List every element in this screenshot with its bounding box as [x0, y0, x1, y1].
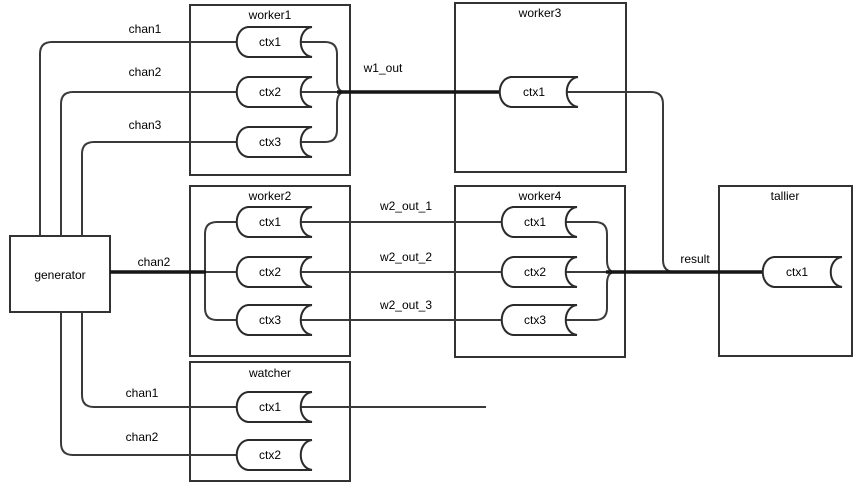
watcher-title: watcher [248, 366, 291, 380]
worker2-ctx2-shape [235, 256, 313, 288]
worker1-title: worker1 [248, 8, 292, 22]
edge-worker3-to-result [566, 91, 676, 273]
watcher-ctx2-shape [235, 439, 313, 471]
edge-label-chan2-worker2: chan2 [138, 255, 171, 269]
worker3-ctx1-label: ctx1 [523, 85, 545, 99]
edge-chan3-worker1 [81, 141, 252, 236]
worker4-ctx1-shape [500, 206, 578, 238]
worker4-ctx2-shape [500, 256, 578, 288]
edge-worker2-split-ctx1 [204, 221, 252, 272]
worker4-ctx3-label: ctx3 [524, 313, 546, 327]
edge-label-chan1-worker1: chan1 [129, 22, 162, 36]
tallier-ctx1-shape [761, 256, 843, 288]
edge-layer [39, 41, 676, 456]
edge-label-chan2-watcher: chan2 [126, 430, 159, 444]
edge-chan1-watcher [81, 311, 252, 408]
edge-label-w1-out: w1_out [363, 61, 403, 75]
worker2-ctx3-shape [235, 304, 313, 336]
worker1-ctx1-label: ctx1 [259, 35, 281, 49]
edge-label-w2-out-1: w2_out_1 [379, 199, 432, 213]
node-layer [235, 26, 843, 471]
worker1-ctx3-shape [235, 126, 313, 158]
edge-label-result: result [680, 252, 710, 266]
worker2-ctx1-shape [235, 206, 313, 238]
thick-edge-layer [110, 90, 768, 274]
worker2-ctx3-label: ctx3 [259, 313, 281, 327]
edge-label-w2-out-2: w2_out_2 [379, 250, 432, 264]
worker4-title: worker4 [518, 189, 562, 203]
tallier-title: tallier [771, 189, 800, 203]
worker4-ctx3-shape [500, 304, 578, 336]
edge-label-chan2-worker1: chan2 [129, 65, 162, 79]
edge-label-chan1-watcher: chan1 [126, 386, 159, 400]
worker1-ctx2-shape [235, 76, 313, 108]
worker4-ctx1-label: ctx1 [524, 215, 546, 229]
worker3-ctx1-shape [498, 76, 579, 108]
worker1-ctx1-shape [235, 26, 313, 58]
worker3-box [454, 2, 627, 173]
generator-title: generator [34, 268, 85, 282]
edge-worker2-split-ctx3 [204, 272, 252, 321]
worker1-box [189, 4, 351, 176]
watcher-ctx2-label: ctx2 [259, 448, 281, 462]
edge-worker1-ctx1-merge [300, 41, 346, 93]
edge-label-chan3-worker1: chan3 [129, 118, 162, 132]
worker4-ctx2-label: ctx2 [524, 265, 546, 279]
worker1-ctx3-label: ctx3 [259, 135, 281, 149]
edge-label-w2-out-3: w2_out_3 [379, 298, 432, 312]
edge-worker4-ctx3-merge [565, 271, 616, 321]
watcher-box [189, 361, 351, 482]
tallier-ctx1-label: ctx1 [786, 265, 808, 279]
worker2-ctx2-label: ctx2 [259, 265, 281, 279]
worker1-ctx2-label: ctx2 [259, 85, 281, 99]
watcher-ctx1-shape [235, 391, 313, 423]
edge-worker4-ctx1-merge [565, 221, 616, 273]
node-fill-layer [235, 26, 843, 471]
label-layer: generator worker1 worker2 worker3 worker… [34, 6, 808, 462]
edge-worker1-ctx3-merge [300, 91, 346, 143]
watcher-ctx1-label: ctx1 [259, 400, 281, 414]
edge-chan2-watcher [60, 311, 252, 456]
worker2-title: worker2 [248, 189, 292, 203]
edge-chan1-worker1 [39, 41, 252, 236]
edge-chan2-worker1 [60, 91, 252, 236]
worker2-ctx1-label: ctx1 [259, 215, 281, 229]
worker3-title: worker3 [518, 6, 562, 20]
